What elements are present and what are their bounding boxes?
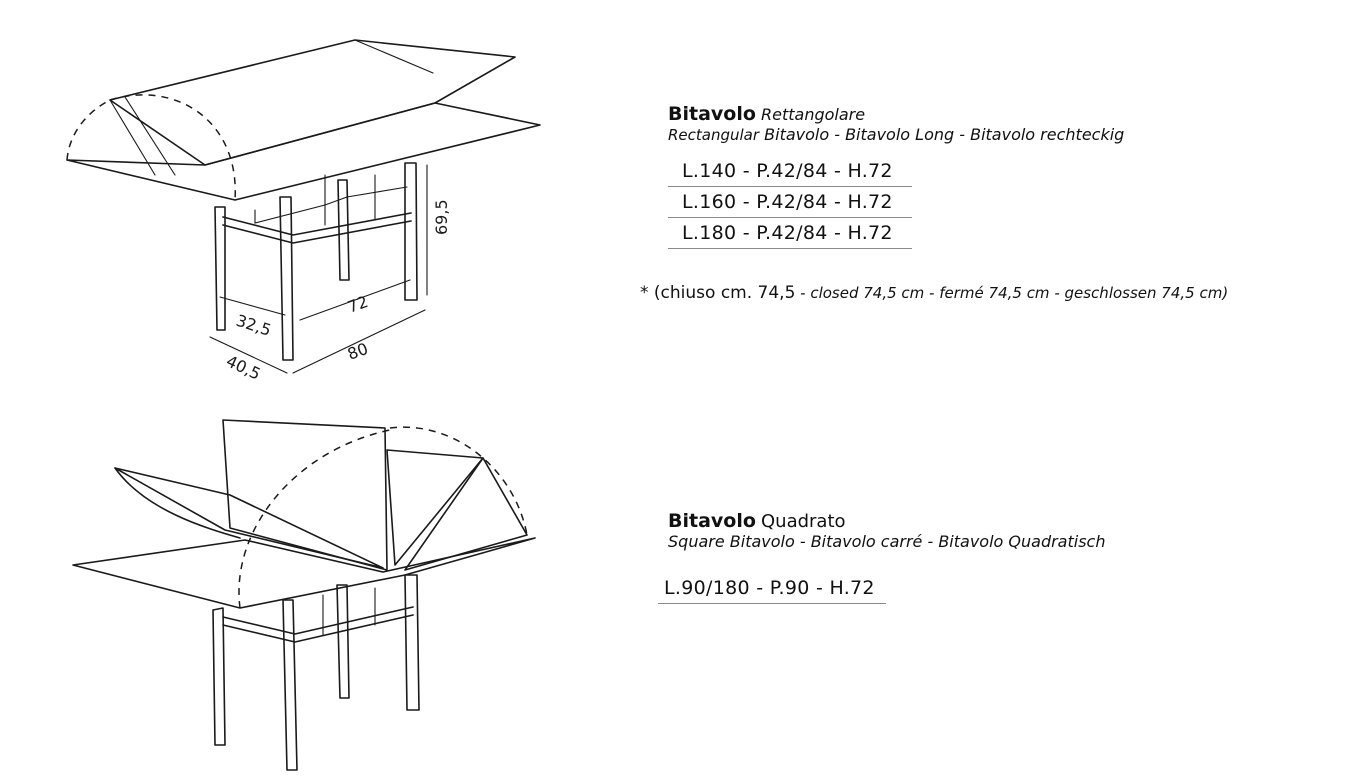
rectangular-info: Bitavolo Rettangolare Rectangular Bitavo… — [668, 103, 1124, 249]
product-label-en: Rectangular — [668, 126, 760, 144]
square-table-drawing — [65, 410, 545, 780]
square-title: Bitavolo Quadrato — [668, 510, 1105, 532]
size-row: L.140 - P.42/84 - H.72 — [668, 156, 912, 187]
product-type-it: Quadrato — [761, 511, 846, 532]
rectangular-title: Bitavolo Rettangolare — [668, 103, 1124, 125]
size-row: L.180 - P.42/84 - H.72 — [668, 218, 912, 249]
dim-width: 80 — [345, 339, 371, 364]
dim-inner-depth: 32,5 — [234, 311, 274, 340]
product-name: Bitavolo — [668, 510, 756, 532]
closed-height-note: * (chiuso cm. 74,5 - closed 74,5 cm - fe… — [640, 283, 1228, 303]
rectangular-table-drawing: 69,5 32,5 72 40,5 80 — [55, 25, 555, 385]
size-row: L.90/180 - P.90 - H.72 — [658, 573, 886, 604]
dim-depth: 40,5 — [223, 351, 263, 383]
rectangular-subtitle: Rectangular Bitavolo - Bitavolo Long - B… — [668, 125, 1124, 144]
product-type-it: Rettangolare — [761, 105, 866, 124]
note-prefix: * (chiuso cm. 74,5 — [640, 283, 796, 303]
product-variants: Bitavolo - Bitavolo Long - Bitavolo rech… — [764, 125, 1125, 144]
product-variants: Square Bitavolo - Bitavolo carré - Bitav… — [668, 532, 1106, 551]
square-subtitle: Square Bitavolo - Bitavolo carré - Bitav… — [668, 532, 1105, 551]
square-info: Bitavolo Quadrato Square Bitavolo - Bita… — [658, 510, 1105, 604]
note-translations: - closed 74,5 cm - fermé 74,5 cm - gesch… — [795, 284, 1229, 302]
dim-height: 69,5 — [432, 199, 451, 235]
product-name: Bitavolo — [668, 103, 756, 125]
size-list: L.90/180 - P.90 - H.72 — [658, 573, 1105, 604]
size-row: L.160 - P.42/84 - H.72 — [668, 187, 912, 218]
size-list: L.140 - P.42/84 - H.72 L.160 - P.42/84 -… — [668, 156, 1124, 249]
